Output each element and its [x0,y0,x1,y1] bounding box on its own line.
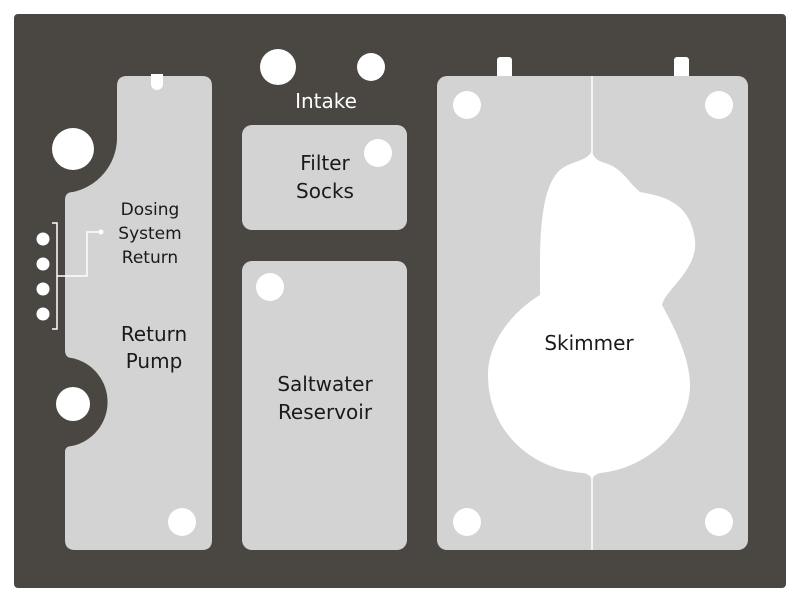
saltwater-label-2: Reservoir [278,400,373,424]
skimmer-hole-bl [453,508,481,536]
reservoir-hole [256,273,284,301]
skimmer-hole-tr [705,91,733,119]
dosing-label-1: Dosing [121,200,180,220]
dosing-port-hole [36,282,50,296]
dosing-label-3: Return [122,248,178,268]
dosing-leader-dot [98,229,104,235]
return-pump-label-1: Return [121,322,187,346]
filter-socks-label-2: Socks [296,179,354,203]
return-pump-label-2: Pump [126,349,183,373]
intake-hole-large [260,49,296,85]
board-hole-lower-left [56,387,90,421]
filter-socks-hole [364,139,392,167]
dosing-leader-line [57,231,100,277]
return-pump-chamber [65,76,212,550]
board-hole-upper-left [52,128,94,170]
skimmer-hole-tl [453,91,481,119]
skimmer-body [488,150,696,480]
intake-hole-small [357,53,385,81]
skimmer-tab-left [497,57,512,79]
skimmer-tab-right [674,57,689,79]
dosing-port-hole [36,232,50,246]
dosing-port-hole [36,307,50,321]
dosing-label-2: System [118,224,181,244]
pump-mount-hole [168,508,196,536]
saltwater-reservoir-chamber [242,261,407,550]
intake-label: Intake [295,89,357,113]
skimmer-hole-br [705,508,733,536]
saltwater-label-1: Saltwater [277,372,373,396]
pump-notch-top [151,74,163,82]
dosing-port-hole [36,257,50,271]
skimmer-label: Skimmer [544,331,634,355]
dosing-ports [36,232,50,321]
filter-socks-label-1: Filter [300,151,350,175]
